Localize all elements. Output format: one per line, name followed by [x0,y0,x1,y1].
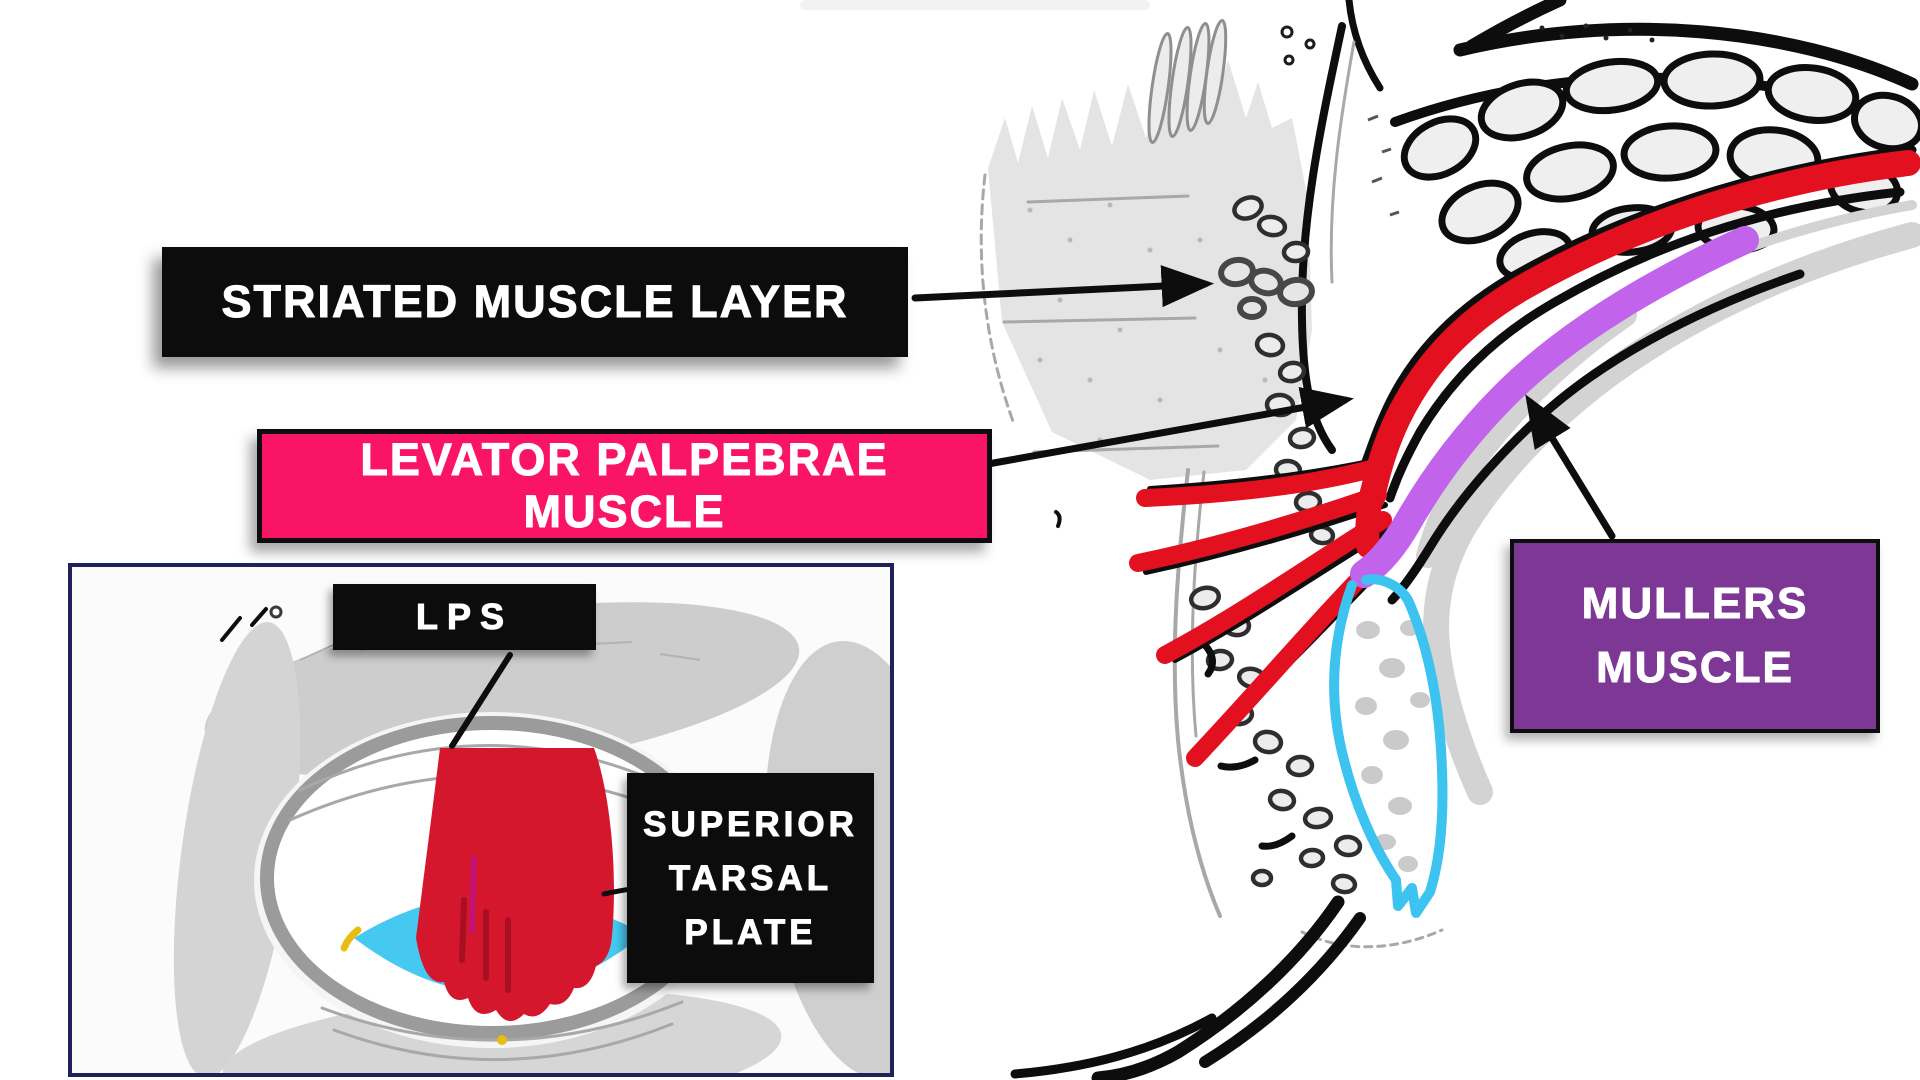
tarsal-texture [1355,620,1430,872]
small-tick-mark [1054,510,1062,528]
levator-palpebrae-label: LEVATOR PALPEBRAE MUSCLE [257,429,992,543]
faint-top-shading [800,0,1150,10]
orbit-front-view-inset: LPS SUPERIOR TARSAL PLATE [68,563,894,1077]
inset-lps-red-fan [416,748,614,1022]
mullers-purple-highlight [1350,226,1805,605]
striated-muscle-layer-label: STRIATED MUSCLE LAYER [162,247,908,357]
levator-palpebrae-text: LEVATOR PALPEBRAE MUSCLE [360,434,889,538]
eyelid-margin-strokes [1010,895,1366,1080]
superior-tarsal-plate-label: SUPERIOR TARSAL PLATE [627,773,874,983]
tarsal-blue-outline [1329,574,1448,918]
arrow-striated-muscle [911,265,1215,308]
stp-text-line2: TARSAL [668,858,833,898]
mullers-muscle-text-line2: MUSCLE [1596,643,1794,692]
striated-muscle-layer-text: STRIATED MUSCLE LAYER [221,276,849,328]
mullers-muscle-text-line1: MULLERS [1581,579,1809,628]
stp-text-line3: PLATE [684,912,817,952]
inset-lps-pointer-line [449,652,513,749]
arrow-levator-muscle [984,386,1354,468]
ribbed-bundle [1147,18,1228,144]
stp-text-line1: SUPERIOR [643,804,858,844]
lps-label: LPS [333,584,596,650]
mullers-muscle-label: MULLERS MUSCLE [1510,539,1880,733]
arrow-mullers-muscle [1525,394,1616,540]
frontalis-muscle-sketch [979,18,1312,480]
lps-text: LPS [415,596,513,638]
